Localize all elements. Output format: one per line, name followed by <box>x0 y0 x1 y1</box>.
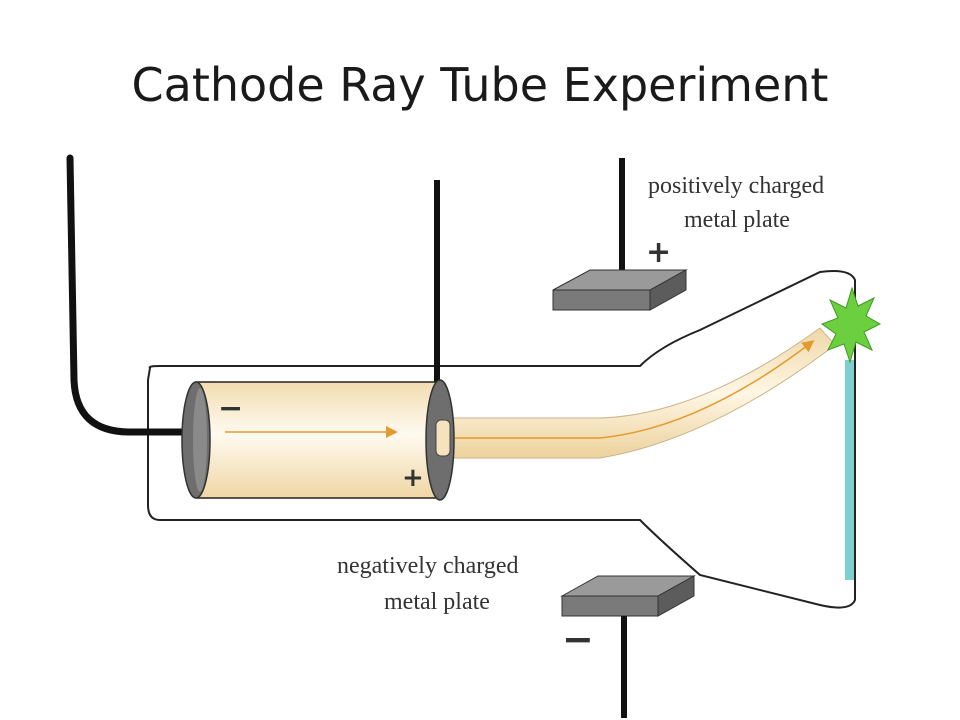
negative-plate-label-line2: metal plate <box>384 589 490 615</box>
negative-plate-sign: − <box>562 617 594 661</box>
slide-title: Cathode Ray Tube Experiment <box>131 58 829 112</box>
cathode-sign: − <box>218 391 243 426</box>
positive-plate-label-line1: positively charged <box>648 173 824 199</box>
cathode-face <box>193 388 207 492</box>
positive-metal-plate <box>552 289 651 311</box>
negative-plate-side <box>657 575 695 617</box>
positive-plate-label-line2: metal plate <box>684 207 790 233</box>
deflected-ray-arrow <box>455 340 815 439</box>
positive-plate-side <box>649 269 687 311</box>
glass-tube-outline <box>147 270 856 609</box>
fluorescent-screen <box>845 360 854 580</box>
anode-aperture <box>435 419 451 457</box>
negative-plate-label-line1: negatively charged <box>337 553 518 579</box>
anode-sign: + <box>402 463 424 493</box>
cathode-wire <box>66 154 194 436</box>
positive-plate-sign: + <box>646 235 671 270</box>
negative-metal-plate <box>561 595 659 617</box>
impact-flash-icon <box>820 286 882 364</box>
